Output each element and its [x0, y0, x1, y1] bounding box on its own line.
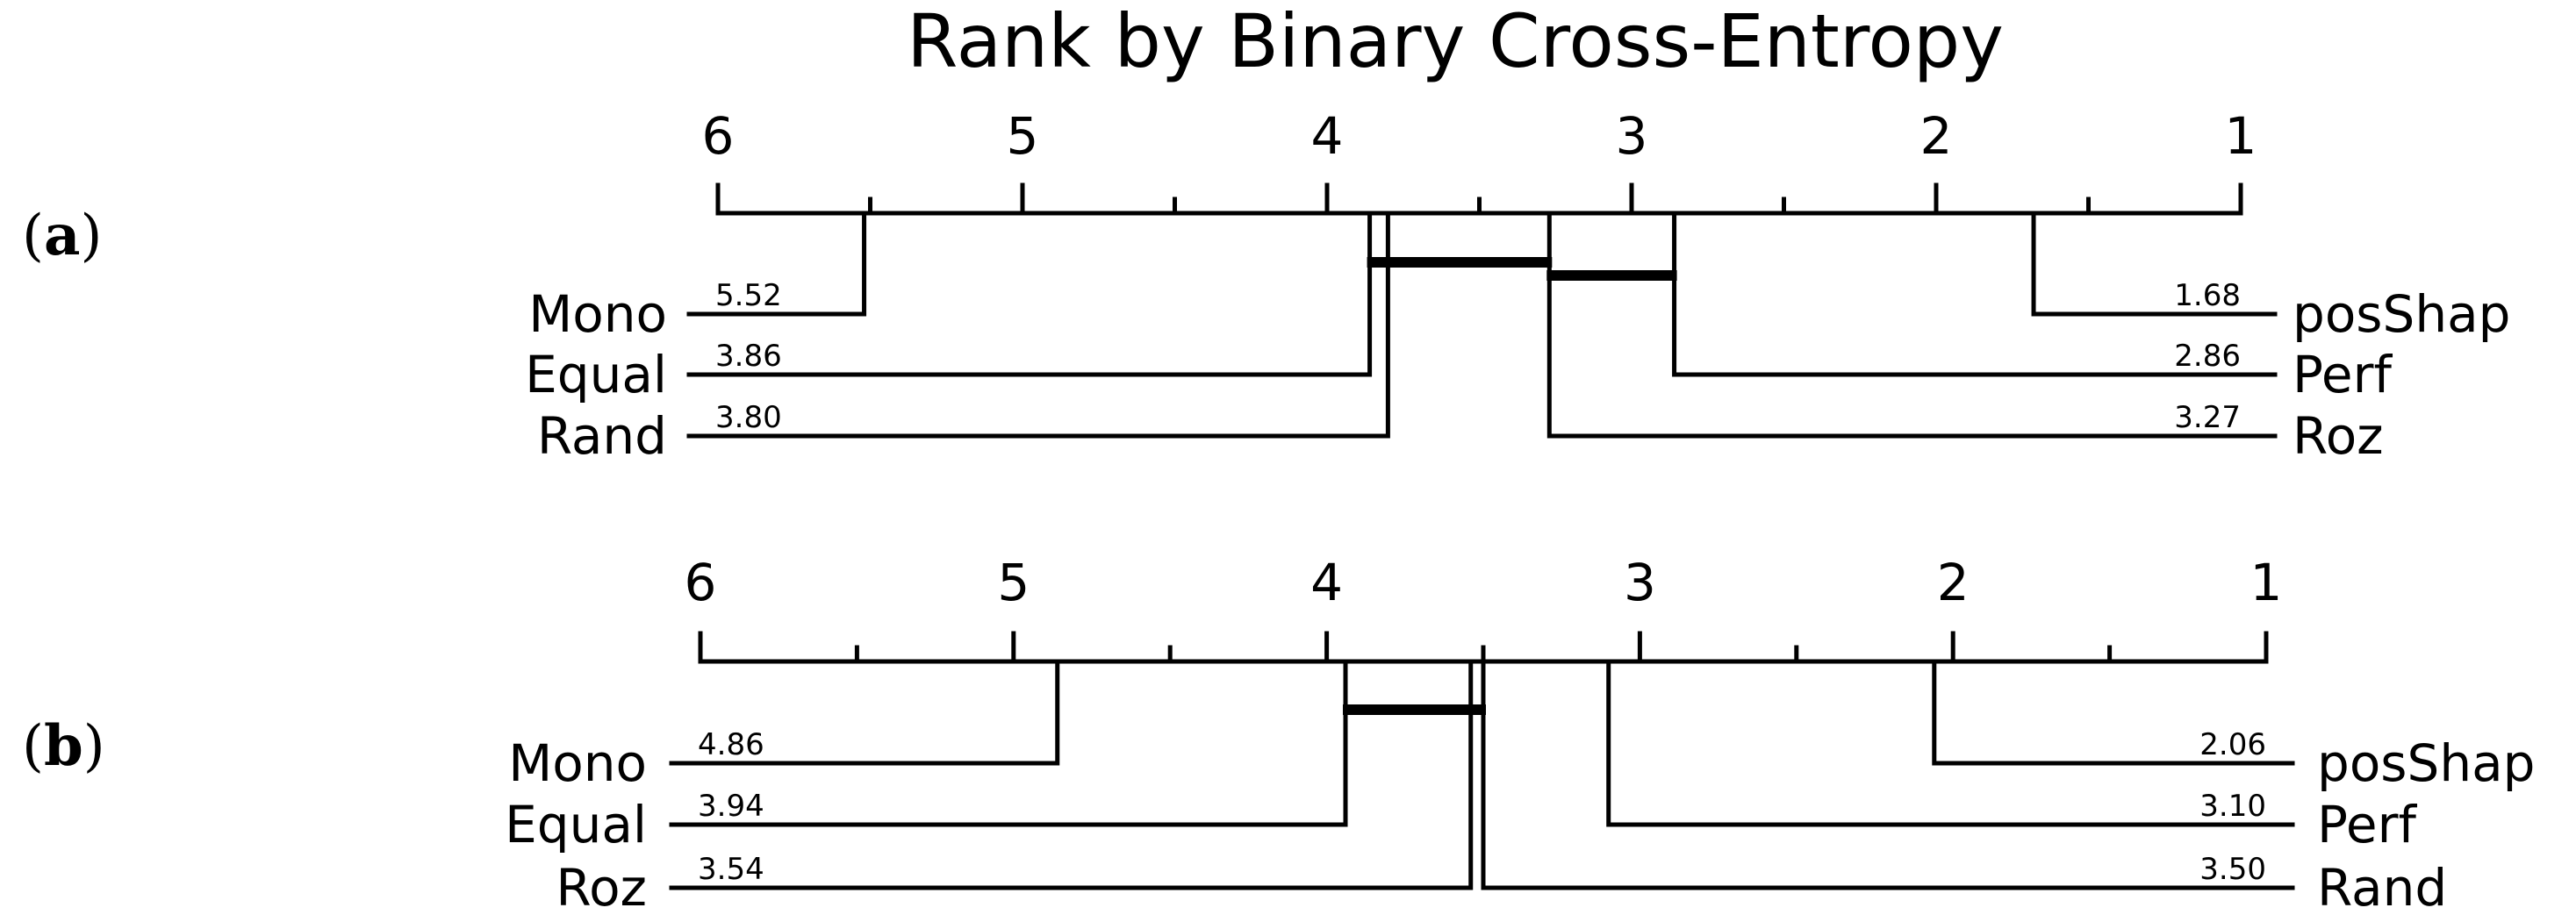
- method-connector: [2031, 211, 2278, 317]
- method-name: Perf: [2317, 795, 2417, 854]
- rank-value-label: 5.52: [715, 278, 782, 313]
- rank-value-label: 3.54: [698, 852, 764, 887]
- method-connector: [686, 211, 867, 317]
- method-connector: [669, 659, 1348, 827]
- method-connector: [1546, 211, 2278, 439]
- method-name: Roz: [2293, 406, 2384, 466]
- tick-label: 2: [1937, 553, 1970, 612]
- rank-value-label: 3.50: [2199, 852, 2266, 887]
- figure-title: Rank by Binary Cross-Entropy: [907, 0, 2004, 84]
- method-name: Perf: [2293, 345, 2393, 404]
- rank-value-label: 2.86: [2174, 339, 2241, 374]
- tick-label: 6: [702, 106, 735, 166]
- rank-value-label: 3.80: [715, 400, 782, 435]
- panel-label: (a): [22, 203, 102, 268]
- tick-label: 1: [2225, 106, 2257, 166]
- rank-value-label: 1.68: [2174, 278, 2241, 313]
- method-name: Equal: [505, 795, 647, 854]
- panel-letter: b: [44, 713, 83, 779]
- tick-label: 3: [1624, 553, 1656, 612]
- rank-value-label: 3.86: [715, 339, 782, 374]
- rank-value-label: 3.10: [2199, 789, 2266, 824]
- method-connector: [1481, 659, 2295, 890]
- method-connector: [1672, 211, 2278, 377]
- rank-value-label: 3.27: [2174, 400, 2241, 435]
- method-name: Roz: [556, 858, 647, 918]
- method-connector: [686, 211, 1390, 439]
- tick-label: 3: [1616, 106, 1648, 166]
- tick-label: 6: [685, 553, 717, 612]
- method-name: Mono: [508, 733, 647, 793]
- method-connector: [1932, 659, 2295, 766]
- tick-label: 1: [2250, 553, 2283, 612]
- method-connector: [669, 659, 1474, 890]
- rank-value-label: 3.94: [698, 789, 764, 824]
- tick-label: 2: [1920, 106, 1953, 166]
- method-name: Rand: [2317, 858, 2447, 918]
- rank-value-label: 4.86: [698, 727, 764, 762]
- method-name: Rand: [537, 406, 667, 466]
- tick-label: 5: [1007, 106, 1039, 166]
- rank-value-label: 2.06: [2199, 727, 2266, 762]
- method-name: posShap: [2293, 284, 2510, 344]
- panel-letter: a: [44, 203, 80, 268]
- tick-label: 4: [1311, 106, 1344, 166]
- method-connector: [686, 211, 1373, 377]
- tick-label: 4: [1310, 553, 1343, 612]
- panel-label: (b): [22, 713, 105, 779]
- method-connector: [1606, 659, 2295, 827]
- method-name: Mono: [528, 284, 667, 344]
- method-name: Equal: [525, 345, 667, 404]
- method-connector: [669, 659, 1060, 766]
- tick-label: 5: [997, 553, 1030, 612]
- method-name: posShap: [2317, 733, 2535, 793]
